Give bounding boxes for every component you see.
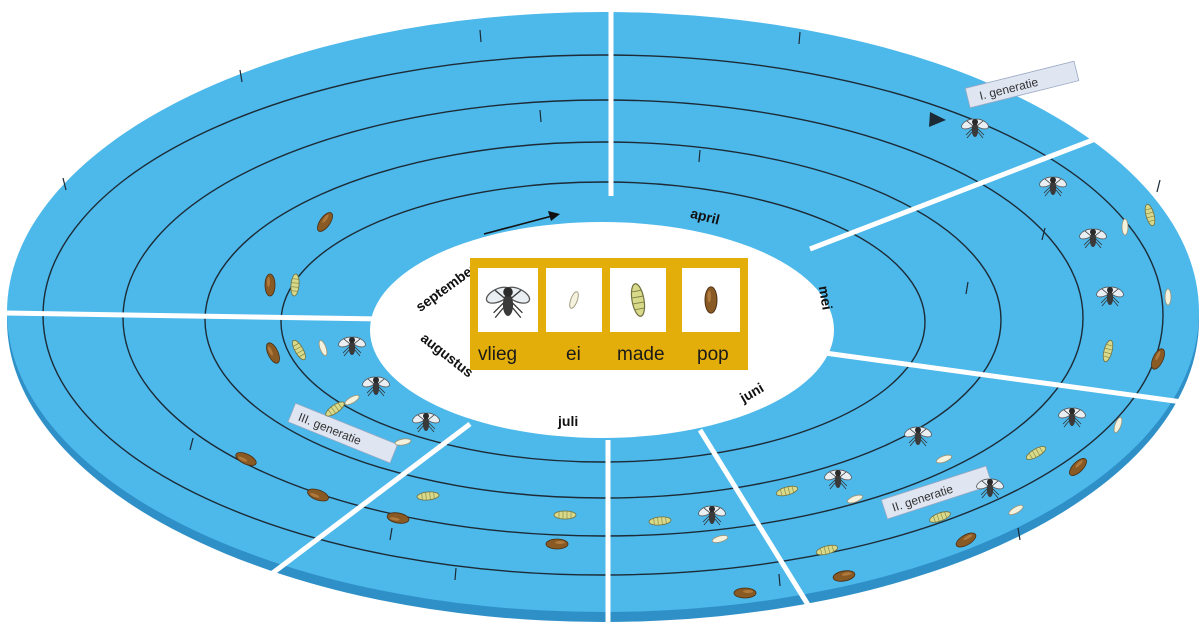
legend-label-ei: ei <box>566 344 581 365</box>
larva-icon <box>554 511 576 519</box>
pupa-icon <box>265 274 275 296</box>
pupa-icon <box>734 588 756 598</box>
egg-icon <box>1122 219 1128 235</box>
pupa-icon <box>705 287 717 313</box>
pupa-icon <box>546 539 568 549</box>
month-label-juli: juli <box>557 413 578 429</box>
egg-icon <box>1165 289 1171 305</box>
legend-label-pop: pop <box>697 344 729 365</box>
legend-label-made: made <box>617 344 665 365</box>
legend-label-vlieg: vlieg <box>478 344 517 365</box>
legend-panel: vlieg ei made pop <box>470 258 748 370</box>
